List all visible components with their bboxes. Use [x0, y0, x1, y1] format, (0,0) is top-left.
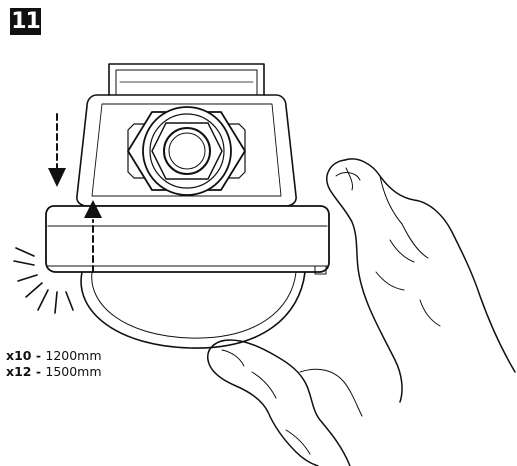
lens-gland — [127, 106, 246, 196]
spec-qty: x10 — [6, 348, 32, 363]
round-panel-inner-edge — [91, 271, 297, 339]
spec-line-x10: x10 - 1200mm — [6, 348, 102, 363]
upper-hand-illustration — [326, 158, 516, 403]
click-sound-lines-icon — [13, 247, 74, 314]
step-number-badge: 11 — [10, 8, 41, 35]
round-panel — [80, 271, 306, 349]
push-up-arrow-icon — [84, 200, 102, 273]
lower-hand-illustration — [207, 339, 363, 466]
top-bracket — [108, 63, 265, 96]
base-band — [45, 205, 330, 275]
spec-line-x12: x12 - 1500mm — [6, 364, 102, 379]
spec-qty: x12 — [6, 364, 32, 379]
spec-length: 1500mm — [45, 364, 102, 379]
spec-separator: - — [31, 364, 46, 379]
spec-length: 1200mm — [45, 348, 102, 363]
spec-separator: - — [31, 348, 46, 363]
push-down-arrow-icon — [48, 113, 66, 187]
